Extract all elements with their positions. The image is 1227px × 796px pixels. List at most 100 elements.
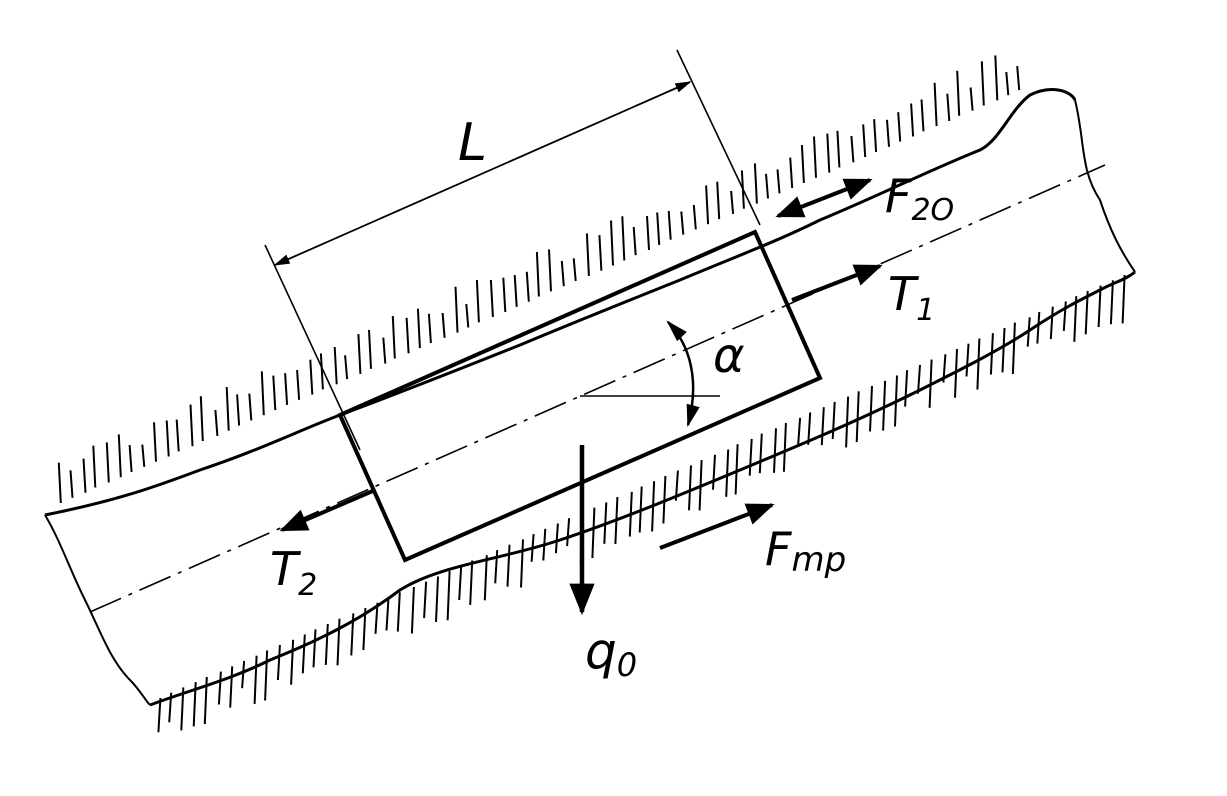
hatch-stroke (587, 233, 589, 276)
hatch-stroke (485, 555, 487, 600)
hatch-stroke (237, 394, 239, 425)
hatch-stroke (335, 347, 337, 384)
hatch-stroke (863, 124, 865, 157)
hatch-stroke (470, 561, 472, 605)
f2o-label: F2O (885, 169, 954, 228)
hatch-stroke (898, 112, 900, 141)
hatch-stroke (215, 410, 217, 436)
hatch-stroke (766, 174, 768, 199)
hatch-stroke (657, 213, 659, 245)
hatch-stroke (669, 211, 671, 240)
hatch-stroke (562, 261, 564, 286)
hatch-stroke (119, 434, 121, 477)
hatch-stroke (456, 287, 458, 333)
hatch-stroke (790, 158, 792, 189)
hatch-stroke (798, 418, 800, 446)
hatch-stroke (177, 420, 179, 452)
hatch-stroke (611, 221, 613, 266)
hatch-stroke (273, 376, 275, 411)
length-dimension-line (275, 82, 690, 265)
weight-label: q0 (585, 622, 637, 684)
hatch-stroke (837, 131, 839, 168)
hatch-stroke (477, 280, 479, 322)
hatch-stroke (84, 459, 86, 493)
hatch-stroke (448, 571, 450, 620)
hatch-stroke (515, 275, 517, 307)
hatch-stroke (412, 587, 414, 633)
hatch-stroke (130, 445, 132, 472)
t2-arrow (282, 490, 375, 530)
borehole-axis (90, 165, 1105, 612)
hatch-stroke (527, 272, 529, 302)
left-break-line (45, 515, 150, 705)
hatch-stroke (922, 100, 924, 132)
hatch-stroke (191, 405, 193, 447)
hatch-stroke (647, 216, 649, 250)
hatch-stroke (814, 137, 816, 178)
hatch-stroke (508, 545, 510, 587)
hatch-stroke (71, 470, 73, 498)
hatch-stroke (369, 330, 371, 369)
hatch-stroke (495, 550, 497, 583)
hatch-stroke (201, 396, 203, 441)
hatch-stroke (503, 278, 505, 312)
t2-label: T2 (270, 542, 317, 603)
hatch-stroke (977, 338, 979, 389)
hatch-stroke (574, 258, 576, 281)
hatch-stroke (436, 576, 438, 622)
dimension-extension-left (265, 245, 360, 450)
hatch-stroke (338, 619, 340, 666)
hatch-stroke (599, 235, 601, 271)
hatch-stroke (398, 592, 400, 631)
hatch-stroke (995, 55, 997, 100)
hatch-stroke (167, 421, 169, 457)
hatch-stroke (935, 83, 937, 126)
hatch-stroke (1017, 66, 1019, 90)
hatch-stroke (345, 355, 347, 379)
hatch-stroke (846, 397, 848, 448)
hatch-stroke (681, 212, 683, 235)
hatch-stroke (154, 422, 156, 461)
hatch-stroke (784, 423, 786, 472)
hatch-stroke (491, 280, 493, 317)
hatch-stroke (567, 518, 569, 546)
hatch-stroke (905, 370, 907, 406)
hatch-stroke (142, 445, 144, 467)
upper-wall-hatching (59, 55, 1019, 503)
hatch-stroke (93, 446, 95, 488)
hatch-stroke (549, 250, 551, 292)
hatch-stroke (750, 439, 752, 476)
hatch-stroke (297, 370, 299, 400)
hatch-stroke (358, 334, 360, 374)
hatch-stroke (285, 373, 287, 405)
hatch-stroke (321, 353, 323, 389)
hatch-stroke (326, 624, 328, 665)
hatch-stroke (424, 582, 426, 618)
hatch-stroke (887, 120, 889, 147)
hatch-stroke (1051, 307, 1053, 339)
hatch-stroke (230, 666, 232, 707)
hatch-stroke (957, 71, 959, 116)
lower-wall-hatching (158, 275, 1124, 732)
hatch-stroke (713, 455, 715, 490)
hatch-stroke (622, 216, 624, 260)
hatch-stroke (760, 434, 762, 474)
hatch-stroke (774, 428, 776, 473)
hatch-stroke (291, 640, 293, 685)
hatch-stroke (726, 450, 728, 497)
hatch-stroke (265, 650, 267, 700)
hatch-stroke (982, 61, 984, 105)
hatch-stroke (731, 191, 733, 214)
hatch-stroke (459, 566, 461, 600)
hatch-stroke (242, 661, 244, 688)
hatch-stroke (1123, 275, 1125, 323)
hatch-stroke (736, 444, 738, 494)
hatch-stroke (537, 252, 539, 297)
hatch-stroke (387, 598, 389, 631)
hatch-stroke (303, 635, 305, 674)
hatch-stroke (717, 182, 719, 219)
hatch-stroke (521, 539, 523, 587)
hatch-stroke (107, 442, 109, 482)
hatch-stroke (592, 508, 594, 558)
